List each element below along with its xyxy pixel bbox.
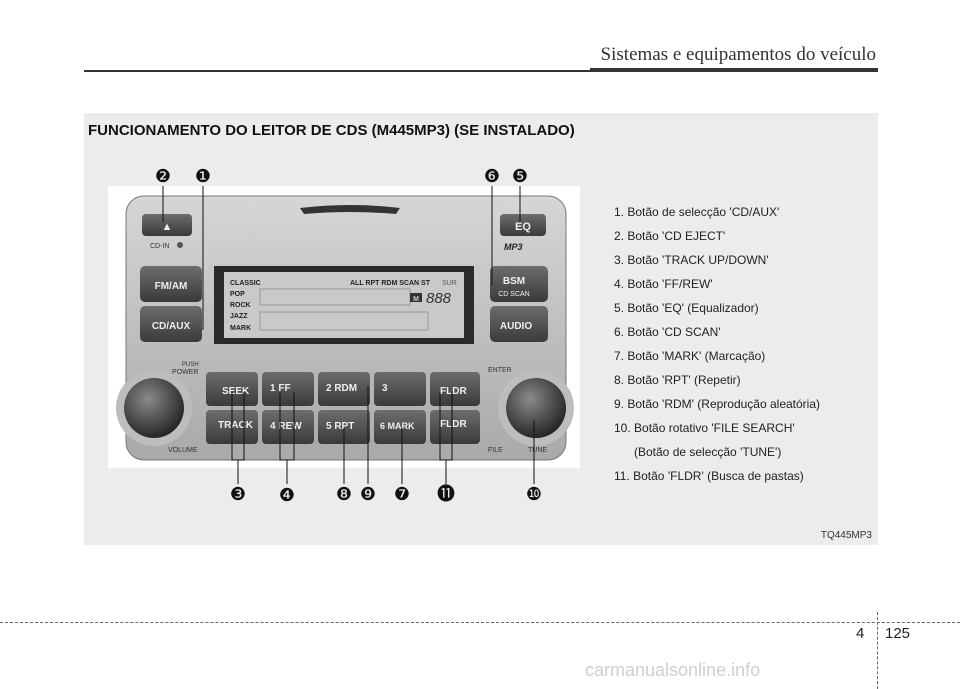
watermark: carmanualsonline.info (585, 660, 761, 680)
preset-3-button[interactable]: 3 (374, 372, 426, 406)
display-mode-pop: POP (230, 291, 245, 298)
seek-label: SEEK (222, 386, 250, 397)
callout-1: ❶ (195, 166, 211, 186)
mark-label: 6 MARK (380, 421, 415, 431)
callout-10: ❿ (526, 484, 542, 504)
fldr-down-label: FLDR (440, 419, 467, 430)
rdm-button[interactable]: 2 RDM (318, 372, 370, 406)
rew-button[interactable]: 4 REW (262, 410, 314, 444)
callout-7: ❼ (394, 484, 410, 504)
caption-item: 8. Botão 'RPT' (Repetir) (614, 373, 741, 387)
callout-11: ⓫ (437, 484, 455, 504)
cd-scan-label: CD SCAN (498, 291, 530, 298)
volume-power-knob[interactable] (116, 370, 192, 446)
file-label: FILE (488, 447, 503, 454)
file-tune-knob[interactable] (498, 370, 574, 446)
rdm-label: 2 RDM (326, 383, 357, 394)
callout-3: ❸ (230, 484, 246, 504)
fm-am-label: FM/AM (155, 281, 188, 292)
caption-item: 3. Botão 'TRACK UP/DOWN' (614, 253, 769, 267)
rpt-label: 5 RPT (326, 421, 354, 432)
fldr-up-button[interactable]: FLDR (430, 372, 480, 406)
display-segment-bottom (259, 311, 429, 331)
audio-button[interactable]: AUDIO (490, 306, 548, 342)
rpt-button[interactable]: 5 RPT (318, 410, 370, 444)
callout-2: ❷ (155, 166, 171, 186)
rew-label: 4 REW (270, 421, 302, 432)
eq-button[interactable]: EQ (500, 214, 546, 236)
caption-item: 9. Botão 'RDM' (Reprodução aleatória) (614, 397, 821, 411)
eject-button[interactable]: ▲ (142, 214, 192, 236)
callout-5: ❺ (512, 166, 528, 186)
cd-in-label: CD-IN (150, 243, 169, 250)
caption-item: 5. Botão 'EQ' (Equalizador) (614, 301, 759, 315)
track-label: TRACK (218, 420, 254, 431)
display-mode-classic: CLASSIC (230, 280, 261, 287)
ff-button[interactable]: 1 FF (262, 372, 314, 406)
cd-in-indicator (177, 242, 183, 248)
page-header-title: Sistemas e equipamentos do veículo (600, 44, 876, 65)
display-m-label: M (413, 296, 419, 303)
ff-label: 1 FF (270, 383, 291, 394)
mp3-logo: MP3 (504, 242, 523, 252)
caption-item: 6. Botão 'CD SCAN' (614, 325, 721, 339)
callout-6: ❻ (484, 166, 500, 186)
callout-9: ❾ (360, 484, 376, 504)
section-title: FUNCIONAMENTO DO LEITOR DE CDS (M445MP3)… (88, 122, 575, 139)
mark-button[interactable]: 6 MARK (374, 410, 426, 444)
eject-icon: ▲ (162, 221, 173, 233)
display-sur: SUR (442, 280, 457, 287)
fldr-down-button[interactable]: FLDR (430, 410, 480, 444)
caption-item: 10. Botão rotativo 'FILE SEARCH' (614, 421, 795, 435)
enter-label: ENTER (488, 367, 512, 374)
chapter-number: 4 (856, 625, 865, 642)
display-mode-jazz: JAZZ (230, 313, 248, 320)
tune-label: TUNE (528, 447, 547, 454)
display-digits: 888 (426, 290, 452, 307)
bsm-label: BSM (503, 276, 525, 287)
fm-am-button[interactable]: FM/AM (140, 266, 202, 302)
preset-3-label: 3 (382, 383, 388, 394)
volume-label: VOLUME (168, 447, 198, 454)
display-mode-mark: MARK (230, 325, 251, 332)
caption-item: 2. Botão 'CD EJECT' (614, 229, 726, 243)
display-m-badge (410, 293, 422, 302)
callout-4: ❹ (279, 485, 295, 505)
caption-item: 11. Botão 'FLDR' (Busca de pastas) (614, 469, 804, 483)
caption-list: 1. Botão de selecção 'CD/AUX' 2. Botão '… (614, 204, 820, 492)
caption-item: 1. Botão de selecção 'CD/AUX' (614, 205, 780, 219)
callout-leaders (162, 186, 535, 484)
footer-rule (0, 622, 960, 623)
page-number: 125 (885, 625, 911, 642)
eq-button-label: EQ (515, 221, 531, 233)
caption-item-continued: (Botão de selecção 'TUNE') (634, 445, 782, 459)
callout-8: ❽ (336, 484, 352, 504)
figure-code: TQ445MP3 (820, 530, 872, 541)
caption-item: 4. Botão 'FF/REW' (614, 277, 713, 291)
bsm-cd-scan-button[interactable]: BSM CD SCAN (490, 266, 548, 302)
power-label: POWER (172, 369, 198, 376)
cd-aux-button[interactable]: CD/AUX (140, 306, 202, 342)
cd-slot (300, 205, 400, 214)
seek-button[interactable]: SEEK (206, 372, 258, 406)
display-indicators: ALL RPT RDM SCAN ST (350, 280, 431, 287)
push-label: PUSH (182, 362, 199, 368)
header-rule-accent (590, 68, 878, 72)
caption-item: 7. Botão 'MARK' (Marcação) (614, 349, 766, 363)
header-rule (84, 70, 878, 72)
fldr-up-label: FLDR (440, 386, 467, 397)
cd-aux-label: CD/AUX (152, 321, 191, 332)
footer-divider (877, 612, 878, 689)
audio-label: AUDIO (500, 321, 532, 332)
display-mode-rock: ROCK (230, 302, 251, 309)
